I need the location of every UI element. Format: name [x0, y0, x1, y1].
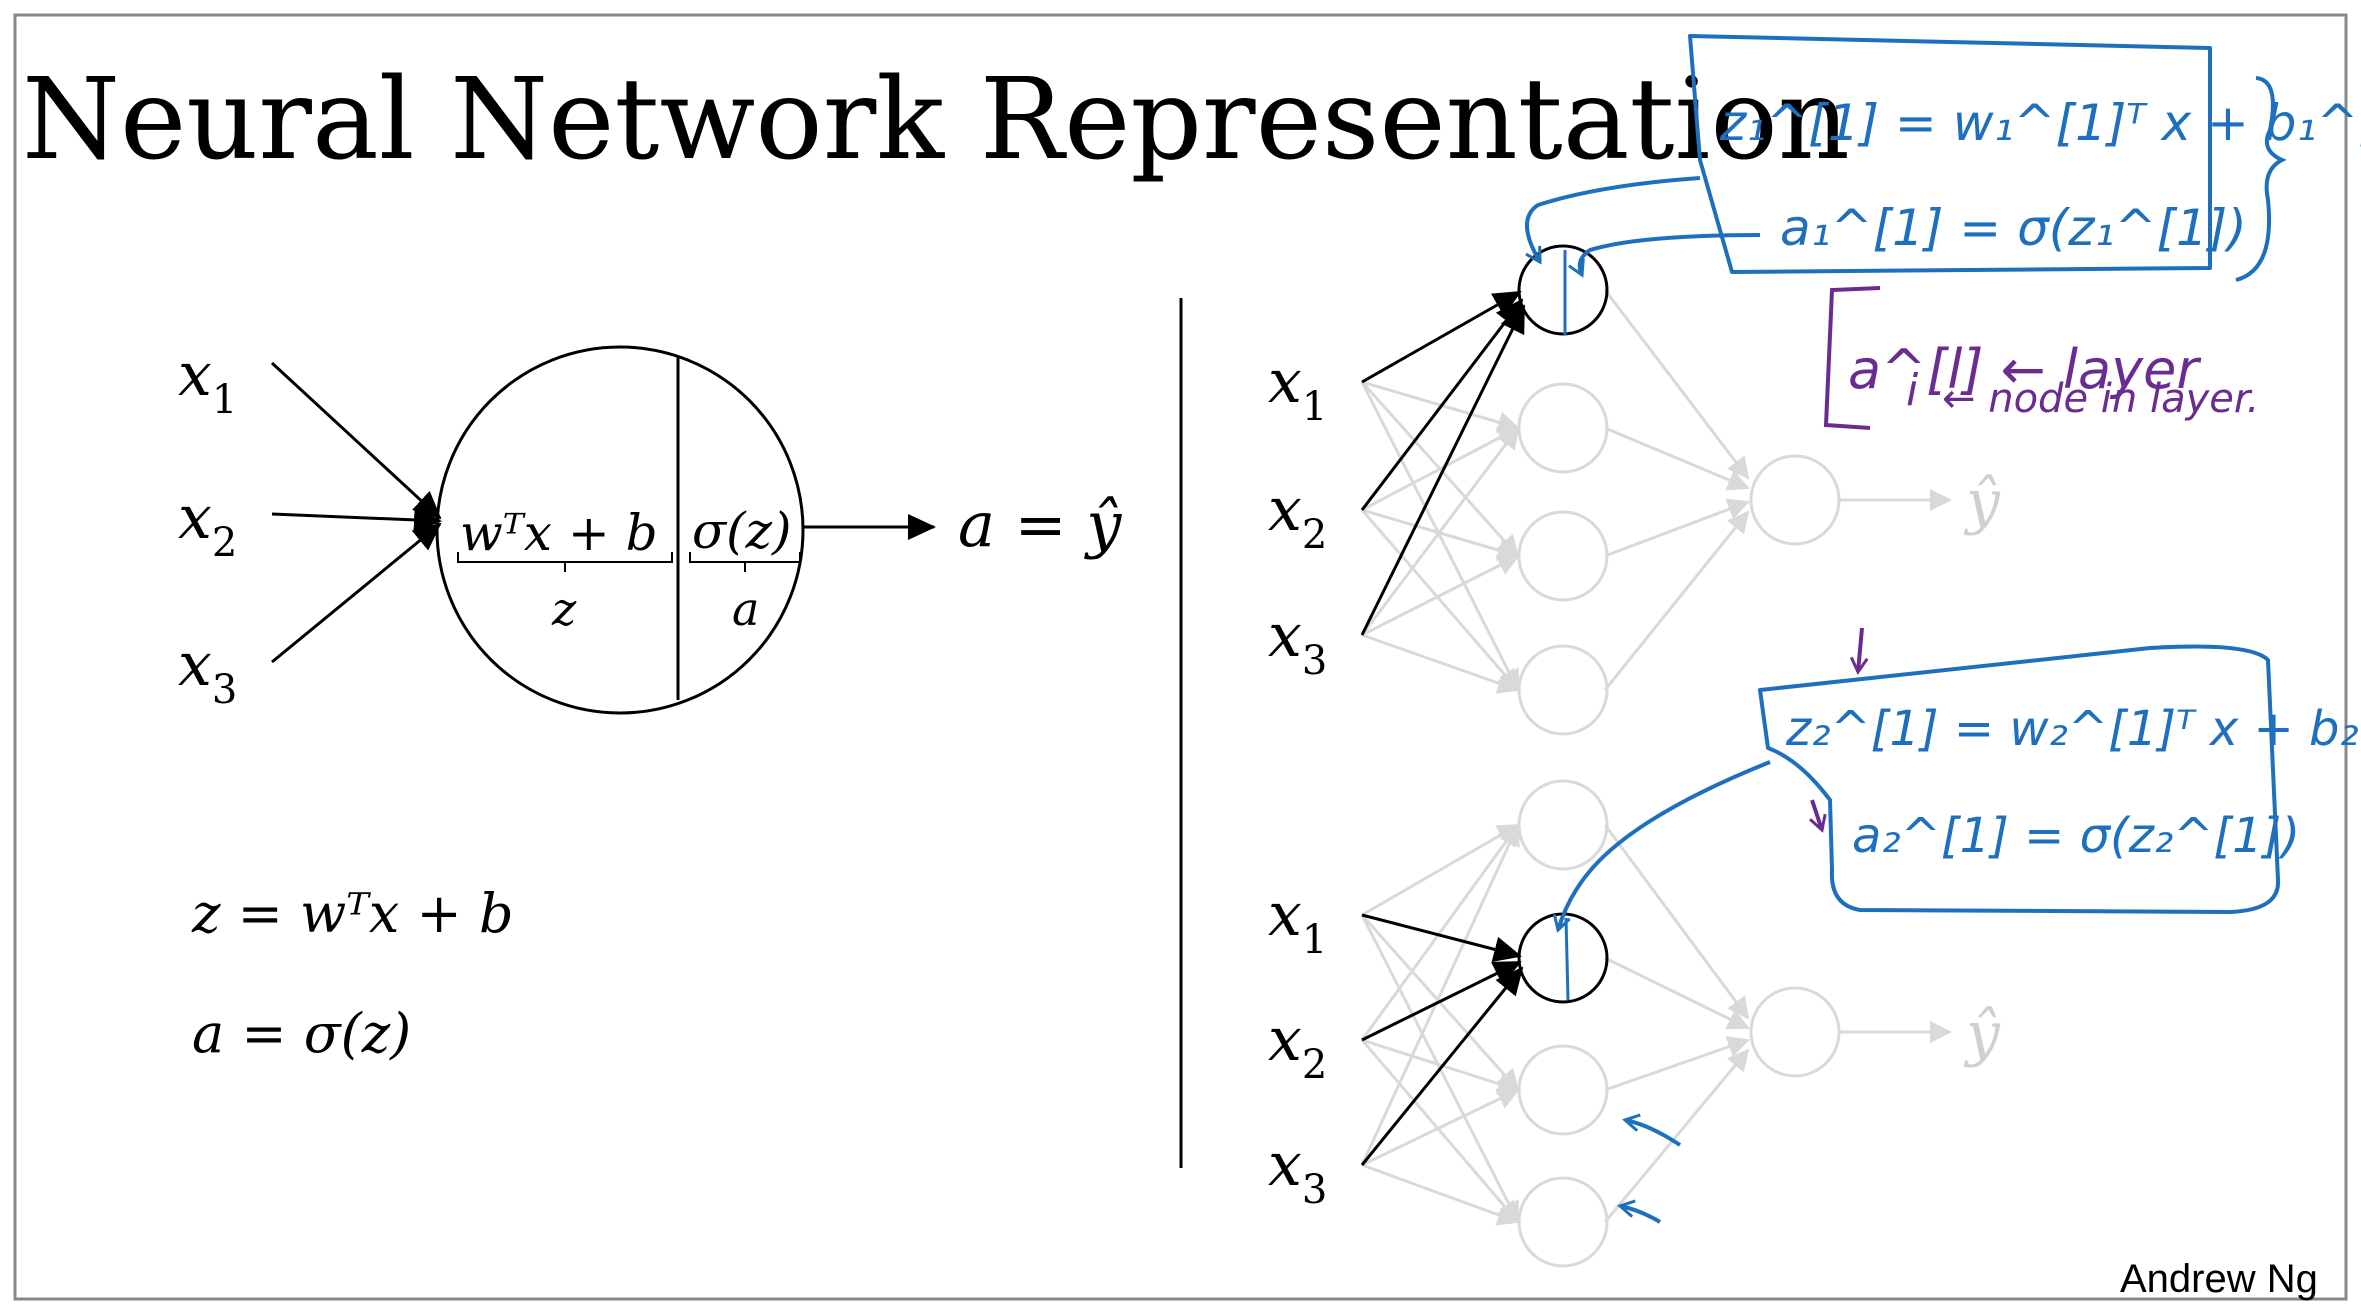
notation-annotation: a^[l] ← layer i ← node in layer. [1823, 286, 2259, 430]
notation-line2: ← node in layer. [1942, 376, 2259, 422]
bottom-network-output-label: ŷ [1963, 999, 2001, 1069]
bottom-annotation-line2: a₂^[1] = σ(z₂^[1]) [1852, 808, 2300, 864]
bottom-input-x1: x1 [1268, 880, 1327, 963]
left-output-label: a = ŷ [958, 488, 1122, 561]
linear-part: wᵀx + b [460, 504, 658, 562]
author-credit: Andrew Ng [2120, 1257, 2318, 1301]
left-edge-x3 [271, 522, 442, 664]
notation-line1: a^[l] ← layer [1848, 338, 2201, 401]
slide-title: Neural Network Representation [22, 55, 1850, 185]
top-network-output-label: ŷ [1963, 467, 2001, 537]
top-annotation-line1: z₁^[1] = w₁^[1]ᵀ x + b₁^[1] [1719, 94, 2361, 152]
left-edge-x1 [270, 361, 442, 520]
top-input-x2: x2 [1268, 475, 1327, 558]
bottom-input-x3: x3 [1268, 1130, 1327, 1213]
left-neuron-diagram: x1 x2 x3 wᵀx + b σ(z) z a a = ŷ z = wᵀx … [178, 340, 1122, 1065]
linear-brace-label: z [551, 582, 577, 636]
top-network: ŷ x1 x2 x3 [1268, 244, 2001, 736]
top-input-x3: x3 [1268, 601, 1327, 684]
svg-text:x2: x2 [178, 483, 237, 566]
bottom-input-x2: x2 [1268, 1005, 1327, 1088]
equation-a: a = σ(z) [192, 1002, 411, 1065]
equation-z: z = wᵀx + b [191, 882, 514, 945]
top-highlighted-node [1517, 244, 1609, 336]
activation-brace-label: a [732, 582, 759, 636]
bottom-annotation-line1: z₂^[1] = w₂^[1]ᵀ x + b₂^[1] [1785, 701, 2361, 757]
top-input-x1: x1 [1268, 347, 1327, 430]
left-edge-x2 [271, 506, 442, 533]
activation-brace [689, 552, 801, 572]
left-input-x1: x1 [178, 340, 237, 423]
bottom-network: ŷ x1 x2 x3 [1268, 779, 2001, 1268]
left-input-x3: x3 [178, 630, 237, 713]
svg-text:x3: x3 [178, 630, 237, 713]
top-annotation-line2: a₁^[1] = σ(z₁^[1]) [1780, 199, 2247, 257]
left-neuron-circle [435, 345, 805, 715]
svg-text:x1: x1 [178, 340, 237, 423]
activation-part: σ(z) [692, 502, 792, 560]
slide-border [13, 13, 2348, 1301]
left-input-x2: x2 [178, 483, 237, 566]
notation-sub-i: i [1906, 365, 1919, 416]
bottom-highlighted-node [1517, 912, 1609, 1004]
top-annotation-box: z₁^[1] = w₁^[1]ᵀ x + b₁^[1] a₁^[1] = σ(z… [1525, 34, 2361, 282]
bottom-annotation-box: z₂^[1] = w₂^[1]ᵀ x + b₂^[1] a₂^[1] = σ(z… [1552, 627, 2361, 1224]
linear-brace [457, 552, 673, 572]
